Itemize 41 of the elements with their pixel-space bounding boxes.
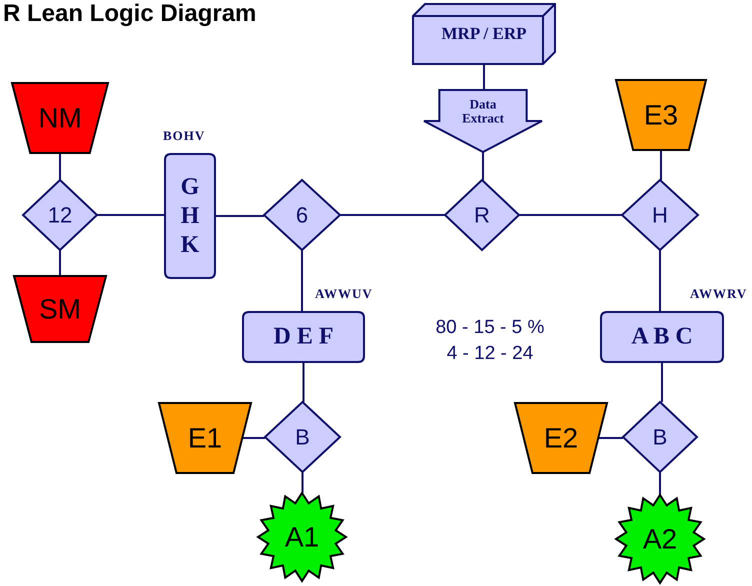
node-label: A1 bbox=[284, 522, 320, 552]
node-label: SM bbox=[38, 294, 82, 324]
connector-line bbox=[302, 472, 304, 493]
note-text: 4 - 12 - 24 bbox=[446, 343, 534, 365]
node-label: B bbox=[294, 425, 311, 449]
connector-line bbox=[59, 250, 61, 276]
connector-line bbox=[519, 214, 622, 216]
node-label: NM bbox=[37, 103, 83, 133]
node-label: 6 bbox=[294, 203, 310, 227]
node-label: G H K bbox=[180, 172, 200, 260]
connector-line bbox=[301, 250, 303, 312]
connector-line bbox=[97, 214, 165, 216]
node-label: 12 bbox=[46, 203, 74, 227]
note-text: 80 - 15 - 5 % bbox=[434, 317, 546, 339]
connector-line bbox=[340, 214, 445, 216]
connector-line bbox=[215, 215, 264, 217]
node-label: D E F bbox=[272, 324, 334, 350]
connector-line bbox=[302, 362, 304, 402]
connector-line bbox=[59, 153, 61, 180]
node-label: A2 bbox=[642, 524, 678, 554]
connector-line bbox=[659, 472, 661, 495]
node-label: R bbox=[473, 203, 491, 227]
node-caption: AWWUV bbox=[315, 286, 373, 302]
connector-line bbox=[661, 362, 663, 402]
diagram-title: R Lean Logic Diagram bbox=[3, 0, 256, 28]
node-label: E1 bbox=[186, 423, 224, 453]
connector-line bbox=[482, 152, 484, 180]
node-label: H bbox=[651, 203, 669, 227]
connector-line bbox=[660, 150, 662, 180]
node-label: E2 bbox=[542, 423, 580, 453]
node-caption: BOHV bbox=[163, 128, 206, 144]
node-label: Data Extract bbox=[461, 97, 505, 125]
connector-line bbox=[659, 250, 661, 312]
connector-line bbox=[483, 64, 485, 90]
node-label: E3 bbox=[642, 100, 680, 130]
node-label: MRP / ERP bbox=[440, 25, 528, 43]
connector-line bbox=[598, 437, 623, 439]
node-caption: AWWRV bbox=[690, 286, 748, 302]
node-label: A B C bbox=[630, 324, 694, 350]
connector-line bbox=[242, 437, 265, 439]
node-label: B bbox=[652, 425, 668, 449]
